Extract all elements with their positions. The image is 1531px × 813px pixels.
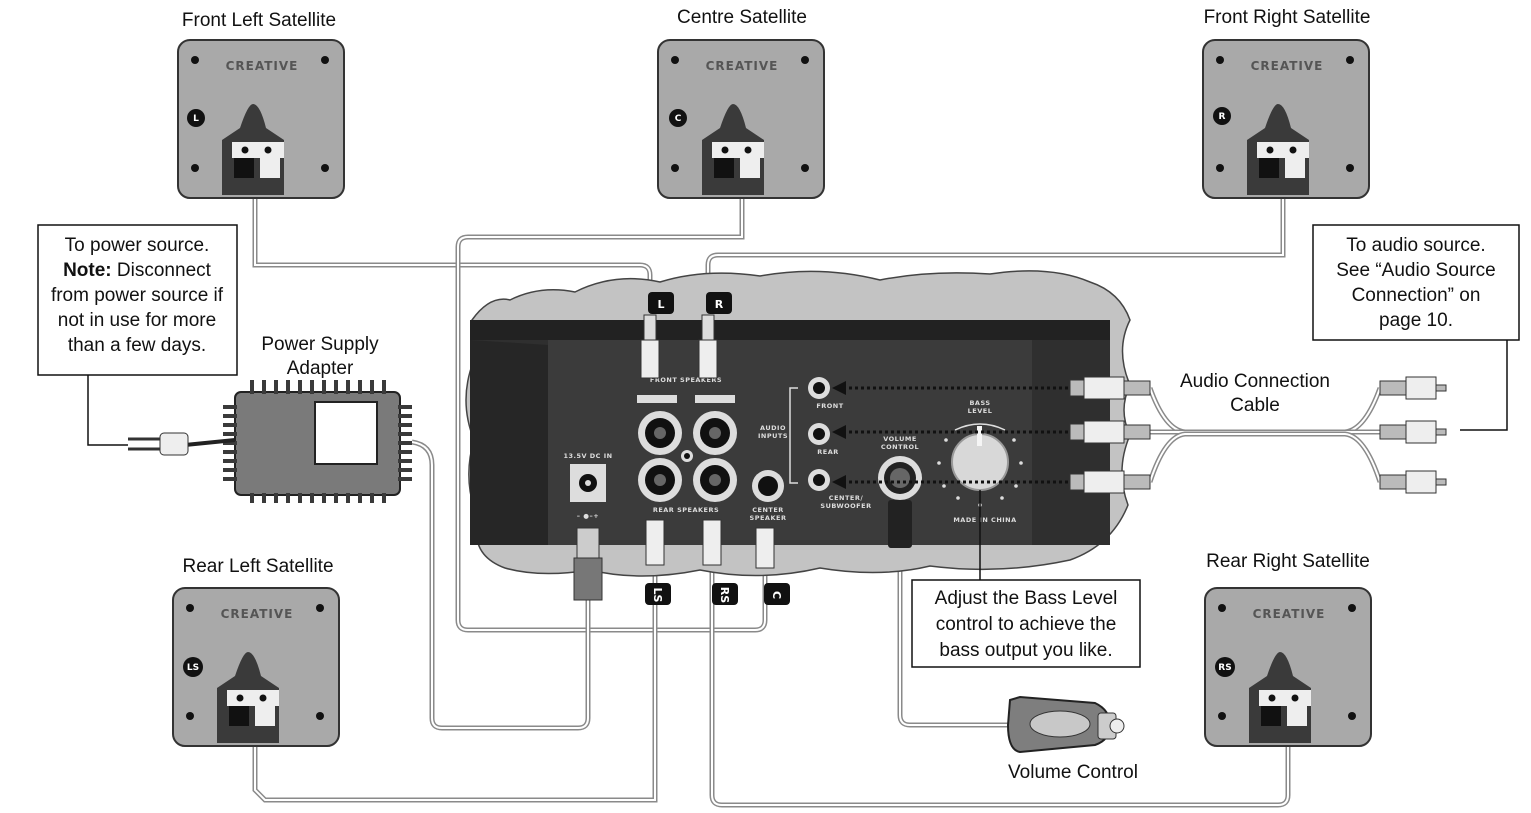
callout-text: To power source. — [65, 235, 210, 256]
speaker-output-jacks — [638, 411, 737, 502]
brand-logo: CREATIVE — [226, 59, 299, 73]
cable-tag-c: C — [764, 583, 790, 605]
label-rear-right: Rear Right Satellite — [1206, 551, 1370, 572]
callout-text: To audio source. — [1346, 235, 1485, 256]
speaker-badge: LS — [187, 663, 199, 673]
bass-level-label-2: LEVEL — [968, 407, 993, 415]
center-speaker-label-1: CENTER — [752, 506, 784, 514]
svg-text:LS: LS — [651, 588, 664, 603]
callout-text: Note: Disconnect — [63, 260, 212, 281]
insertion-arrows — [832, 381, 1068, 489]
label-front-left: Front Left Satellite — [182, 10, 336, 31]
callout-text: Connection” on — [1352, 285, 1481, 306]
unit-top-edge — [470, 320, 1110, 340]
center-speaker-label-2: SPEAKER — [750, 514, 787, 522]
mains-plug — [159, 432, 189, 456]
label-power-adapter-2: Adapter — [287, 358, 354, 379]
volume-control-device — [1006, 695, 1125, 754]
front-left-swatch — [637, 395, 677, 403]
input-rear-label: REAR — [817, 448, 838, 456]
brand-logo: CREATIVE — [1253, 607, 1326, 621]
audio-cable-plugs — [1069, 376, 1447, 494]
satellite-rear-right: CREATIVE RS — [1204, 587, 1372, 747]
cable-tag-l: L — [648, 292, 674, 314]
satellite-front-right: CREATIVE R — [1202, 39, 1370, 199]
callout-audio-source: To audio source. See “Audio Source Conne… — [1312, 224, 1520, 341]
svg-text:L: L — [657, 298, 664, 311]
callout-text: page 10. — [1379, 310, 1453, 331]
adapter-label-window — [314, 401, 378, 465]
callout-text: bass output you like. — [939, 640, 1112, 661]
cable-tags: L R LS RS C — [645, 292, 790, 605]
callout-text: See “Audio Source — [1336, 260, 1496, 281]
speaker-wires — [252, 195, 1383, 808]
audio-input-jacks — [808, 377, 830, 491]
callout-power-source: To power source. Note: Disconnect from p… — [37, 224, 238, 376]
cable-tag-r: R — [706, 292, 732, 314]
svg-text:R: R — [715, 298, 724, 311]
label-front-right: Front Right Satellite — [1204, 7, 1371, 28]
audio-inputs-label-2: INPUTS — [758, 432, 788, 440]
callout-text: than a few days. — [68, 335, 206, 356]
label-power-adapter-1: Power Supply — [261, 334, 379, 355]
satellite-centre: CREATIVE C — [657, 39, 825, 199]
label-volume-control: Volume Control — [1008, 762, 1138, 783]
bass-level-label-1: BASS — [969, 399, 990, 407]
dc-polarity-symbol: – ●–+ — [577, 512, 599, 520]
input-front-label: FRONT — [816, 402, 843, 410]
made-in-label: MADE IN CHINA — [953, 516, 1016, 524]
power-supply-adapter — [128, 380, 412, 503]
speaker-badge: C — [675, 114, 682, 124]
callout-text: Adjust the Bass Level — [935, 588, 1118, 609]
rear-panel-controls: FRONT SPEAKERS REAR SPEAKERS CENTER SPEA… — [563, 376, 1023, 548]
speaker-badge: RS — [1218, 663, 1231, 673]
front-speakers-label: FRONT SPEAKERS — [650, 376, 722, 384]
brand-logo: CREATIVE — [706, 59, 779, 73]
callout-text: from power source if — [51, 285, 224, 306]
dc-in-label: 13.5V DC IN — [563, 452, 612, 460]
bass-knob-scale — [937, 438, 1023, 507]
front-right-swatch — [695, 395, 735, 403]
input-center-label-1: CENTER/ — [829, 494, 864, 502]
volume-control-plug — [888, 500, 912, 548]
speaker-badge: L — [193, 114, 199, 124]
brand-logo: CREATIVE — [1251, 59, 1324, 73]
power-leader-line — [87, 375, 128, 446]
callout-text: control to achieve the — [936, 614, 1117, 635]
label-rear-left: Rear Left Satellite — [182, 556, 333, 577]
input-center-label-2: SUBWOOFER — [820, 502, 871, 510]
callout-text: not in use for more — [58, 310, 216, 331]
satellite-rear-left: CREATIVE LS — [172, 587, 340, 747]
component-labels: Front Left Satellite Centre Satellite Fr… — [182, 7, 1371, 783]
svg-text:RS: RS — [718, 587, 731, 603]
rca-plugs — [573, 314, 775, 601]
audio-leader-line — [1460, 340, 1508, 431]
label-audio-cable-2: Cable — [1230, 395, 1280, 416]
cable-tag-rs: RS — [712, 583, 738, 605]
subwoofer-unit — [465, 270, 1131, 577]
satellite-front-left: CREATIVE L — [177, 39, 345, 199]
label-audio-cable-1: Audio Connection — [1180, 371, 1330, 392]
cable-tag-ls: LS — [645, 583, 671, 605]
callout-bass-level: Adjust the Bass Level control to achieve… — [911, 579, 1141, 668]
rear-speakers-label: REAR SPEAKERS — [653, 506, 719, 514]
audio-inputs-label-1: AUDIO — [760, 424, 786, 432]
speaker-badge: R — [1219, 112, 1226, 122]
volume-control-label-2: CONTROL — [881, 443, 919, 451]
brand-logo: CREATIVE — [221, 607, 294, 621]
bass-knob-indicator — [977, 426, 982, 446]
volume-control-label-1: VOLUME — [883, 435, 917, 443]
label-centre: Centre Satellite — [677, 7, 807, 28]
svg-text:C: C — [770, 591, 783, 599]
